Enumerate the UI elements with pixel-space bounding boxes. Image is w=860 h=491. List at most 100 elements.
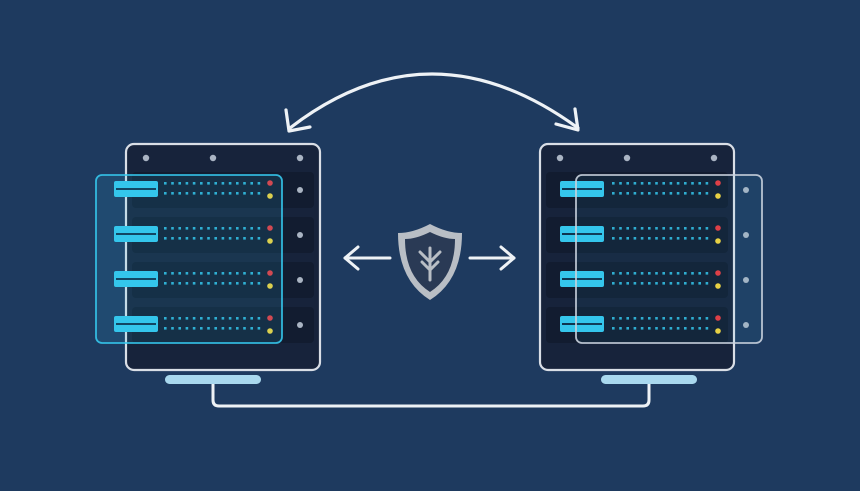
side-port bbox=[297, 277, 303, 283]
indicator-dot bbox=[257, 237, 261, 240]
indicator-dot bbox=[676, 237, 680, 240]
indicator-dot bbox=[684, 182, 687, 185]
indicator-dot bbox=[214, 327, 217, 330]
indicator-dot bbox=[171, 327, 174, 330]
indicator-dot bbox=[207, 192, 210, 195]
indicator-dot bbox=[243, 327, 246, 330]
indicator-dot bbox=[662, 237, 665, 240]
indicator-dot bbox=[221, 237, 225, 240]
status-led-yellow bbox=[267, 193, 273, 199]
side-port bbox=[297, 187, 303, 193]
indicator-dot bbox=[243, 237, 246, 240]
arc-arrowhead-right bbox=[554, 107, 580, 132]
indicator-dot bbox=[214, 317, 217, 320]
indicator-dot bbox=[221, 327, 225, 330]
indicator-dot bbox=[207, 327, 210, 330]
indicator-dot bbox=[185, 317, 189, 320]
indicator-dot bbox=[164, 192, 167, 195]
indicator-dot bbox=[257, 192, 261, 195]
indicator-dot bbox=[185, 237, 189, 240]
indicator-dot bbox=[655, 327, 658, 330]
indicator-dot bbox=[698, 317, 701, 320]
indicator-dot bbox=[171, 227, 174, 230]
indicator-dot bbox=[669, 227, 673, 230]
indicator-dot bbox=[250, 272, 253, 275]
indicator-dot bbox=[164, 227, 167, 230]
overlay-frame bbox=[95, 174, 283, 344]
indicator-dot bbox=[669, 182, 673, 185]
indicator-dot bbox=[250, 282, 253, 285]
indicator-dot bbox=[257, 272, 261, 275]
indicator-dot bbox=[178, 227, 181, 230]
sync-arc-line bbox=[288, 72, 580, 130]
indicator-dot bbox=[214, 282, 217, 285]
indicator-dot bbox=[698, 282, 701, 285]
indicator-dot bbox=[236, 227, 239, 230]
indicator-dot bbox=[200, 282, 203, 285]
indicator-dot bbox=[612, 227, 615, 230]
indicator-dot bbox=[691, 317, 694, 320]
status-led-red bbox=[267, 180, 273, 186]
indicator-dot bbox=[619, 327, 622, 330]
chassis-screw bbox=[296, 154, 304, 162]
indicator-dot bbox=[640, 317, 644, 320]
indicator-dot bbox=[676, 182, 680, 185]
indicator-dot bbox=[691, 327, 694, 330]
indicator-dot bbox=[705, 272, 709, 275]
indicator-dot bbox=[619, 317, 622, 320]
indicator-dot bbox=[705, 237, 709, 240]
shield-branch-mark bbox=[418, 246, 442, 282]
status-led-yellow bbox=[267, 283, 273, 289]
indicator-dot bbox=[626, 327, 629, 330]
indicator-dot bbox=[684, 282, 687, 285]
indicator-dot bbox=[705, 317, 709, 320]
indicator-dot bbox=[200, 327, 203, 330]
indicator-dot bbox=[236, 192, 239, 195]
indicator-dot bbox=[207, 227, 210, 230]
indicator-dot bbox=[626, 282, 629, 285]
indicator-dot bbox=[192, 282, 196, 285]
side-port bbox=[297, 232, 303, 238]
indicator-dot bbox=[214, 182, 217, 185]
indicator-dot bbox=[228, 182, 232, 185]
indicator-dot bbox=[640, 327, 644, 330]
indicator-dot bbox=[221, 182, 225, 185]
indicator-dot bbox=[648, 227, 651, 230]
drive-bar-groove bbox=[562, 278, 602, 280]
indicator-dot bbox=[185, 282, 189, 285]
drive-bar-groove bbox=[116, 278, 156, 280]
indicator-dot bbox=[662, 192, 665, 195]
indicator-dot bbox=[257, 227, 261, 230]
indicator-dot bbox=[221, 227, 225, 230]
status-led-yellow bbox=[715, 328, 721, 334]
indicator-dot bbox=[662, 317, 665, 320]
indicator-dot bbox=[214, 192, 217, 195]
indicator-dot bbox=[164, 237, 167, 240]
indicator-dot bbox=[705, 182, 709, 185]
indicator-dot bbox=[257, 317, 261, 320]
indicator-dot bbox=[185, 182, 189, 185]
indicator-dot bbox=[705, 227, 709, 230]
indicator-dot bbox=[705, 282, 709, 285]
indicator-dot bbox=[691, 192, 694, 195]
indicator-dot bbox=[633, 182, 637, 185]
drive-bar-groove bbox=[116, 188, 156, 190]
indicator-dot bbox=[171, 317, 174, 320]
status-led-red bbox=[715, 225, 721, 231]
indicator-dot bbox=[221, 272, 225, 275]
indicator-dot bbox=[633, 317, 637, 320]
indicator-dot bbox=[250, 327, 253, 330]
indicator-dot bbox=[648, 272, 651, 275]
indicator-dot bbox=[633, 327, 637, 330]
indicator-dot bbox=[655, 227, 658, 230]
indicator-dot bbox=[243, 182, 246, 185]
indicator-dot bbox=[626, 182, 629, 185]
indicator-dot bbox=[676, 227, 680, 230]
indicator-dot bbox=[236, 327, 239, 330]
indicator-dot bbox=[612, 182, 615, 185]
indicator-dot bbox=[676, 282, 680, 285]
indicator-dot bbox=[236, 237, 239, 240]
indicator-dot bbox=[640, 182, 644, 185]
indicator-dot bbox=[185, 327, 189, 330]
indicator-dot bbox=[669, 192, 673, 195]
